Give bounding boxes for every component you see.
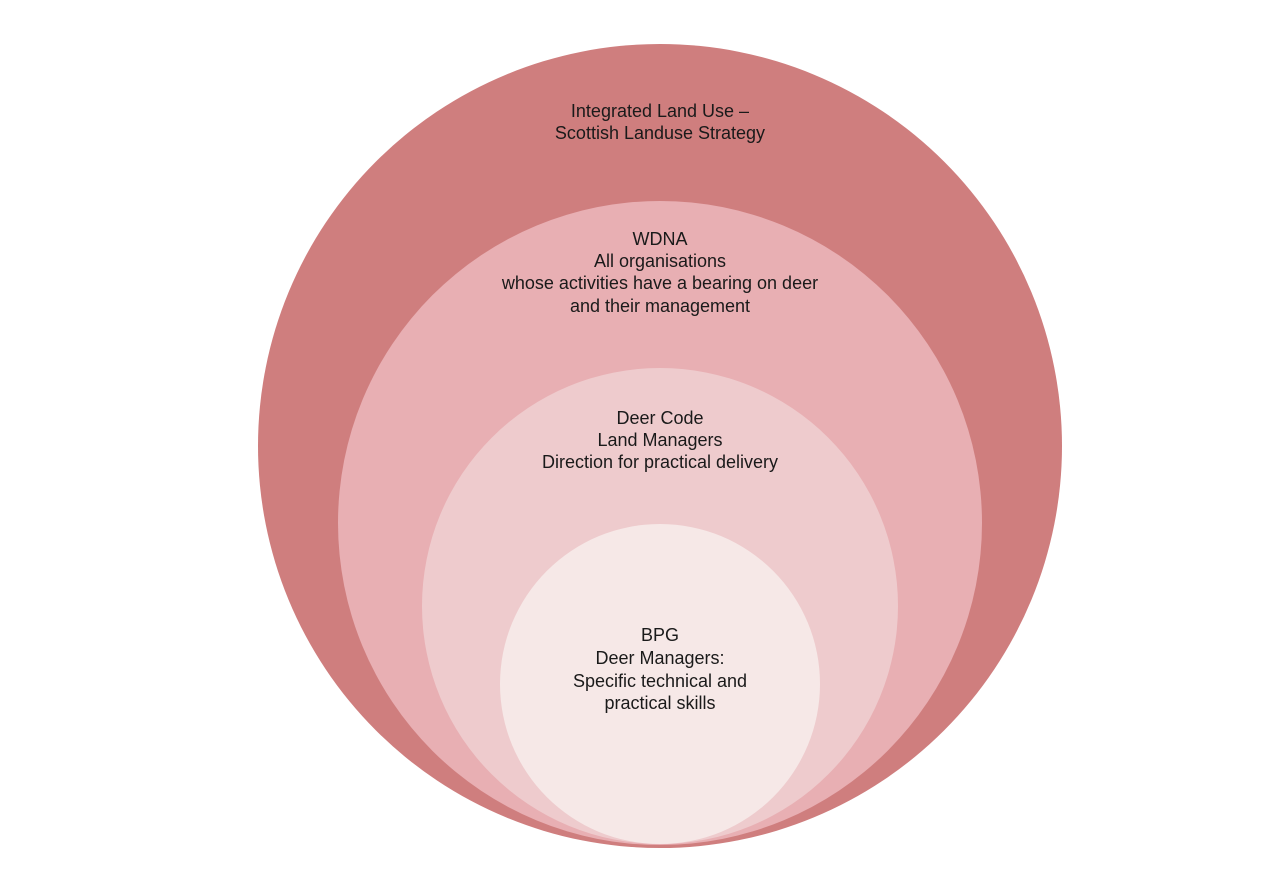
label-bpg-line-4: practical skills [604, 693, 715, 713]
label-bpg-line-3: Specific technical and [573, 671, 747, 691]
label-wdna-line-3: whose activities have a bearing on deer [501, 273, 818, 293]
label-deer-code-line-1: Deer Code [616, 408, 703, 428]
label-integrated-land-use-line-2: Scottish Landuse Strategy [555, 123, 765, 143]
label-wdna-line-4: and their management [570, 296, 750, 316]
circle-bpg [500, 524, 820, 844]
label-wdna-line-1: WDNA [633, 229, 688, 249]
label-bpg-line-2: Deer Managers: [595, 648, 724, 668]
label-bpg-line-1: BPG [641, 625, 679, 645]
label-deer-code-line-3: Direction for practical delivery [542, 452, 778, 472]
label-deer-code-line-2: Land Managers [597, 430, 722, 450]
label-integrated-land-use-line-1: Integrated Land Use – [571, 101, 749, 121]
label-wdna-line-2: All organisations [594, 251, 726, 271]
